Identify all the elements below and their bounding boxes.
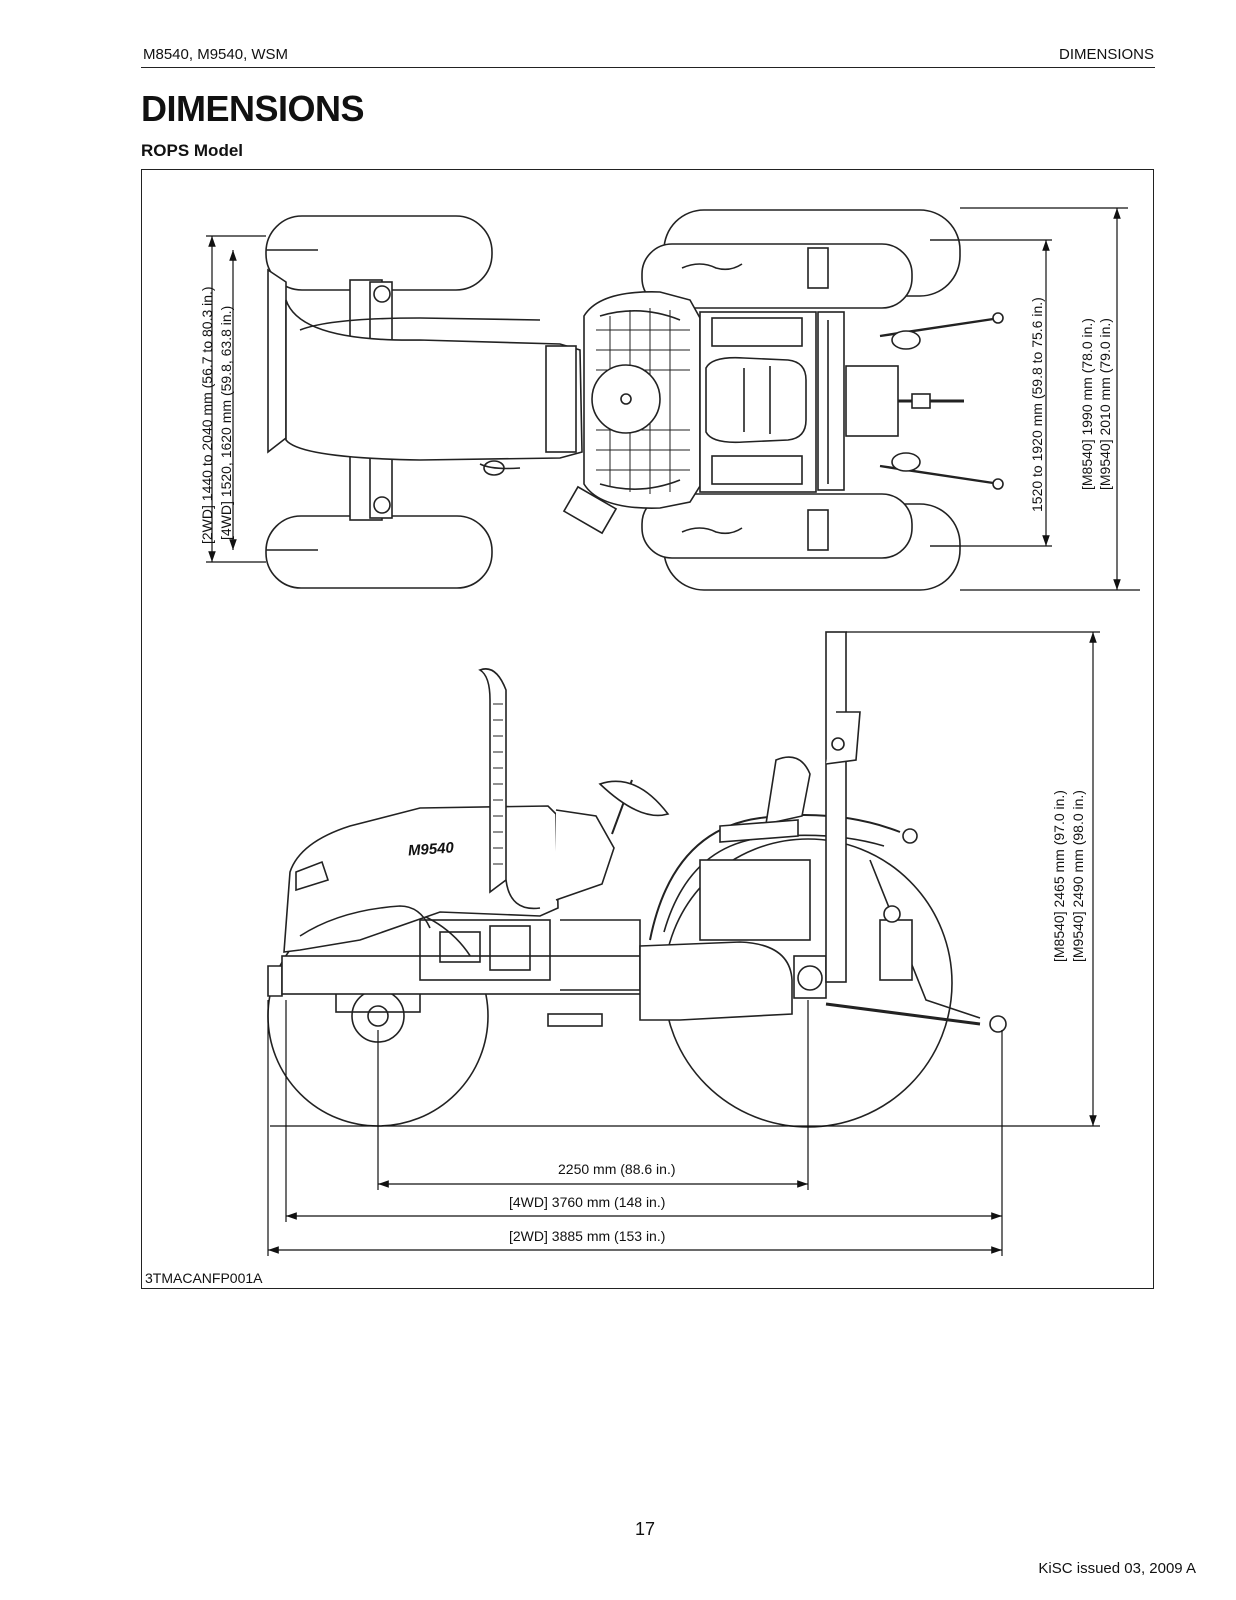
overall-height-m9540-label: [M9540] 2490 mm (98.0 in.) <box>1070 790 1086 962</box>
overall-width-m8540-label: [M8540] 1990 mm (78.0 in.) <box>1079 318 1095 490</box>
wheelbase-label: 2250 mm (88.6 in.) <box>558 1161 676 1177</box>
overall-height-m8540-label: [M8540] 2465 mm (97.0 in.) <box>1051 790 1067 962</box>
issue-note: KiSC issued 03, 2009 A <box>1038 1560 1196 1577</box>
figure-code: 3TMACANFP001A <box>145 1270 263 1286</box>
side-view-labels: [M8540] 2465 mm (97.0 in.) [M9540] 2490 … <box>509 790 1086 1244</box>
top-view-drawing <box>265 209 1004 591</box>
side-view-drawing <box>267 631 1007 1128</box>
header-models: M8540, M9540, WSM <box>143 46 289 63</box>
rear-tread-label: 1520 to 1920 mm (59.8 to 75.6 in.) <box>1029 297 1045 512</box>
front-tread-4wd-label: [4WD] 1520, 1620 mm (59.8, 63.8 in.) <box>218 306 234 540</box>
header-rule <box>141 67 1155 68</box>
overall-length-2wd-label: [2WD] 3885 mm (153 in.) <box>509 1228 665 1244</box>
model-badge: M9540 <box>407 839 455 859</box>
page-subtitle: ROPS Model <box>141 141 244 160</box>
overall-width-m9540-label: [M9540] 2010 mm (79.0 in.) <box>1097 318 1113 490</box>
side-view-dimensions <box>267 631 1100 1256</box>
front-tread-2wd-label: [2WD] 1440 to 2040 mm (56.7 to 80.3 in.) <box>199 286 215 544</box>
header-section: DIMENSIONS <box>1058 46 1154 63</box>
top-view-labels: [2WD] 1440 to 2040 mm (56.7 to 80.3 in.)… <box>199 286 1113 544</box>
overall-length-4wd-label: [4WD] 3760 mm (148 in.) <box>509 1194 665 1210</box>
page-number: 17 <box>634 1519 656 1539</box>
top-view-dimensions <box>206 207 1140 591</box>
page-title: DIMENSIONS <box>141 88 365 129</box>
figure-frame <box>141 169 1154 1289</box>
